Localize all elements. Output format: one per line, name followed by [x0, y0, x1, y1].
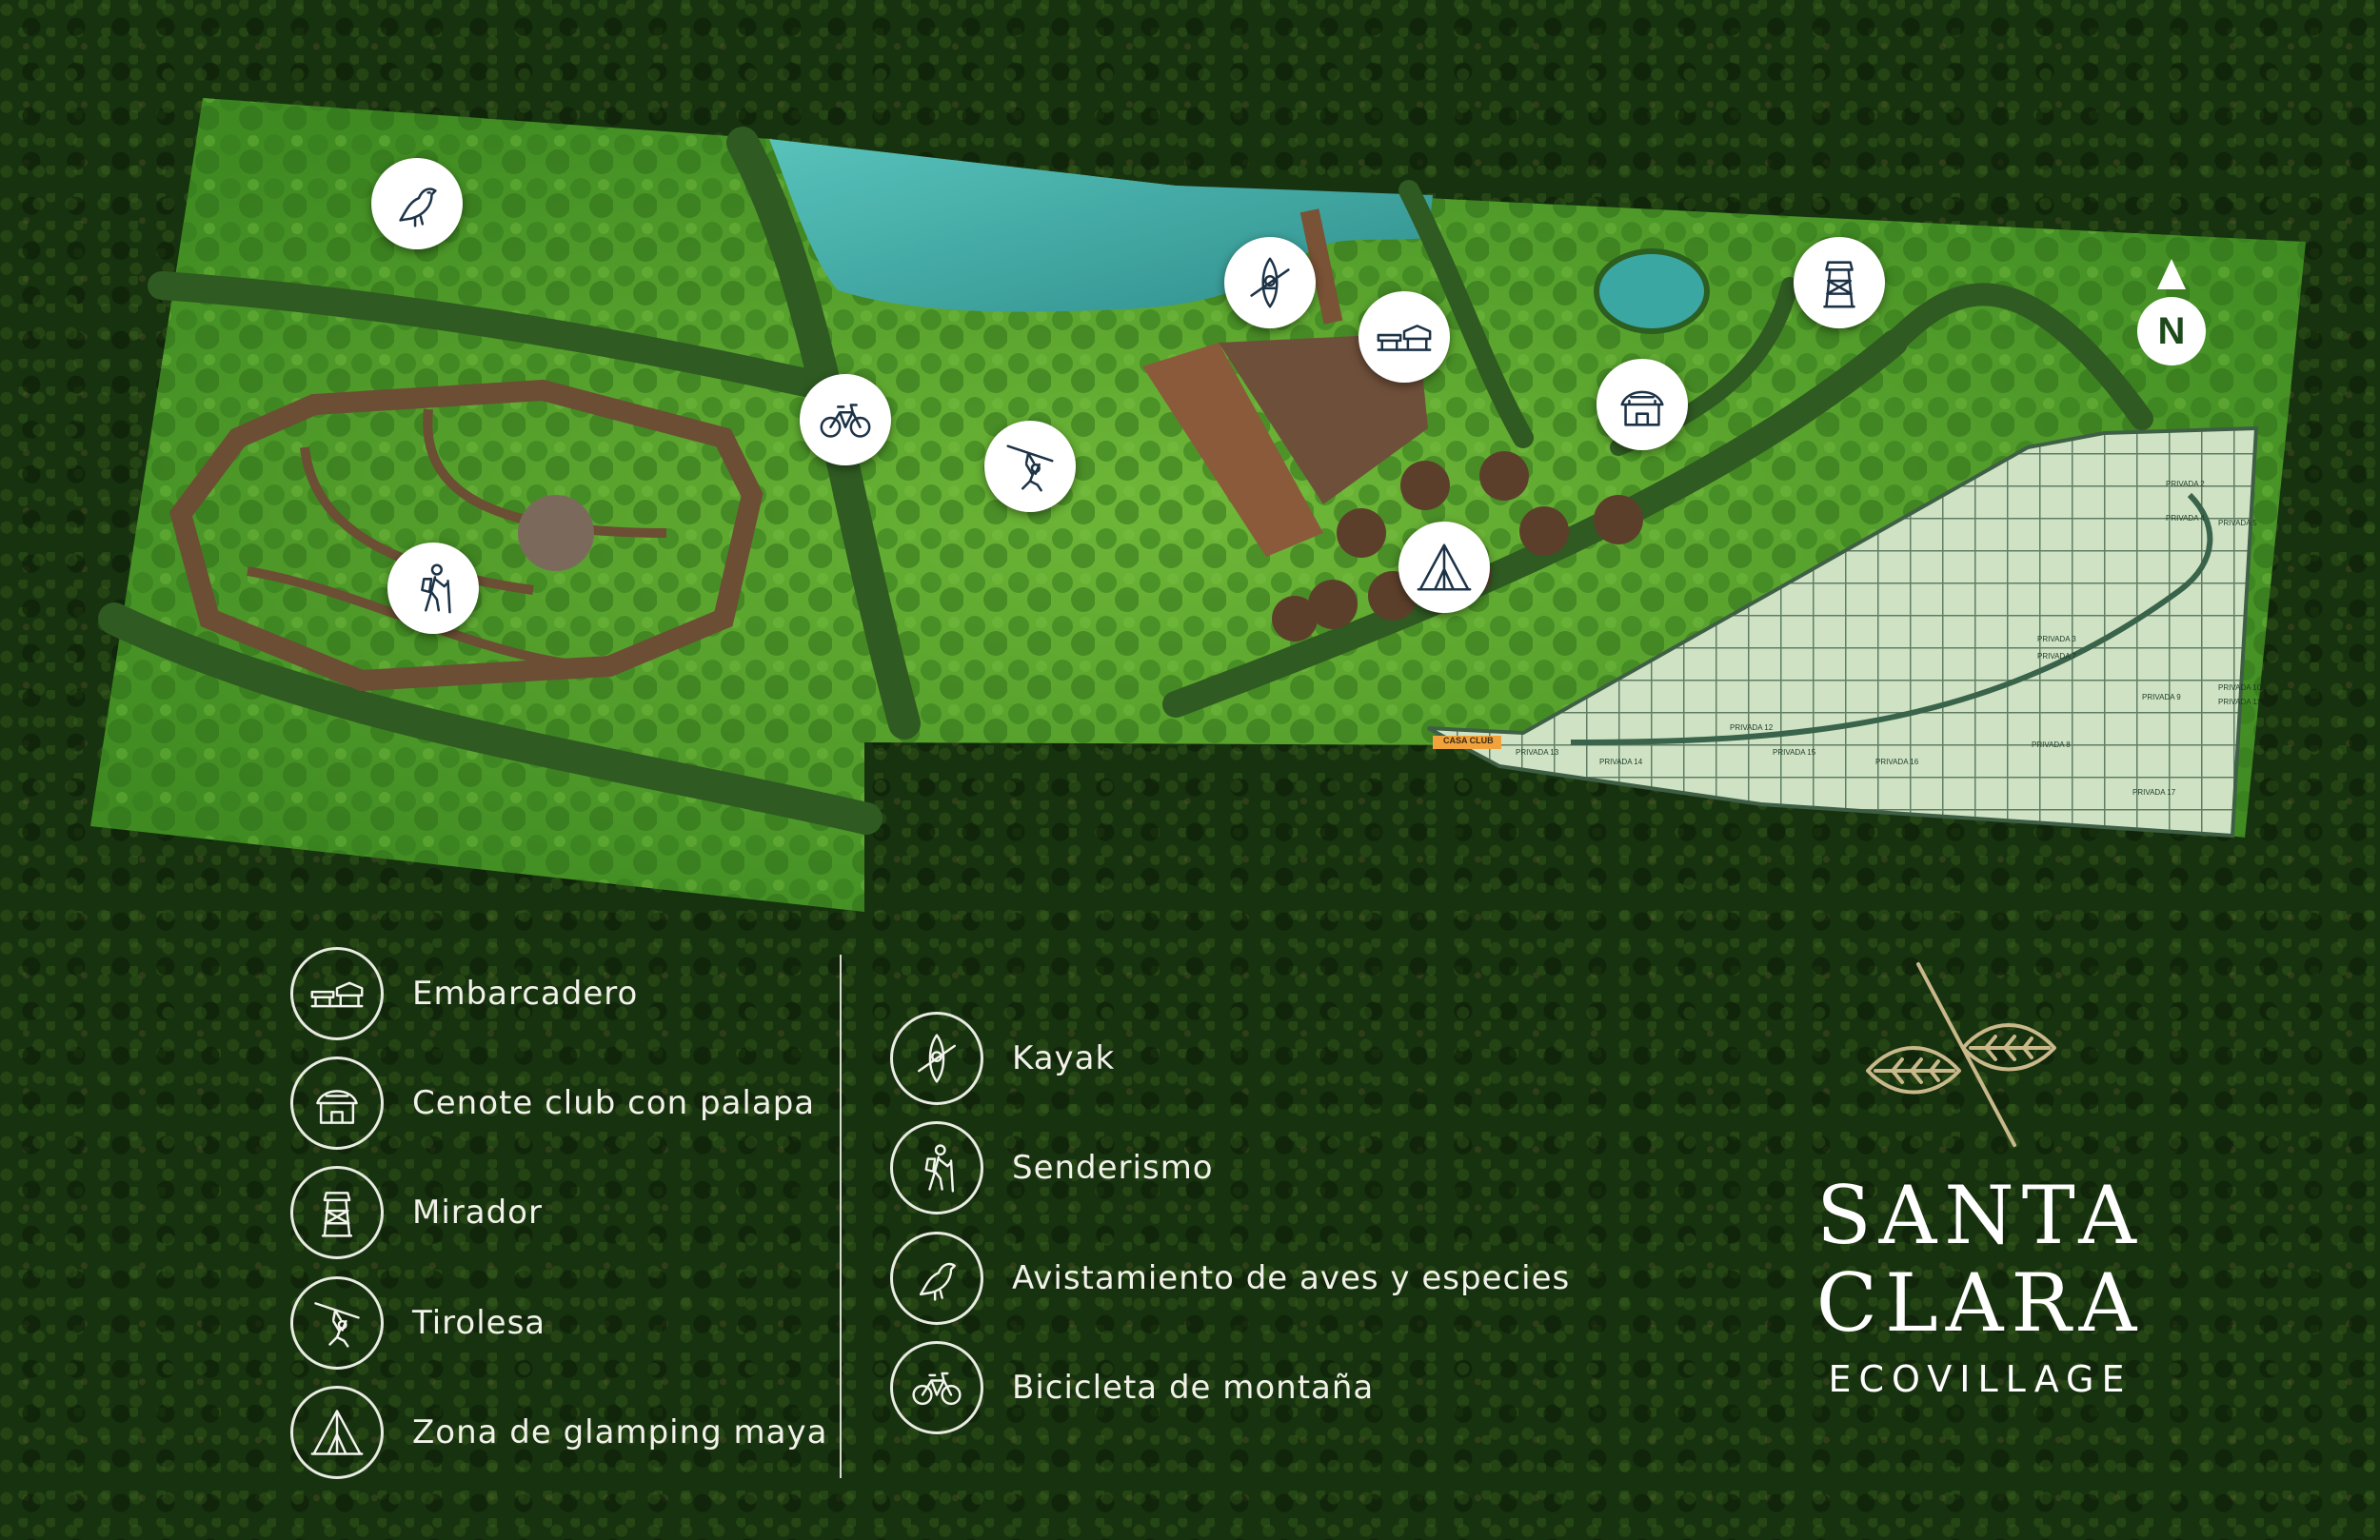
bird-icon: [399, 188, 437, 227]
map-pin-tower[interactable]: [1794, 237, 1885, 328]
legend-divider: [840, 955, 842, 1478]
legend-item-cenote-club: Cenote club con palapa: [290, 1054, 815, 1153]
map-pin-hiking[interactable]: [387, 543, 479, 634]
brand-name-line1: SANTA: [1816, 1169, 2144, 1262]
lot-label: PRIVADA 10: [2218, 683, 2262, 692]
dock-platform: [1142, 208, 1428, 557]
kayak-icon: [1250, 257, 1290, 308]
brand-logo: SANTA CLARA ECOVILLAGE: [1790, 957, 2171, 1413]
bird-icon: [919, 1262, 956, 1301]
brand-name-line2: CLARA: [1815, 1256, 2145, 1350]
legend-ring: [290, 1166, 384, 1259]
legend-label: Kayak: [1012, 1039, 1116, 1077]
zipline-icon: [314, 1302, 360, 1348]
bicycle-icon: [820, 404, 871, 438]
hiker-icon: [924, 1144, 955, 1193]
lot-label: PRIVADA 14: [1599, 758, 1643, 766]
legend-item-tirolesa: Tirolesa: [290, 1273, 545, 1372]
lot-label: PRIVADA 7: [2037, 652, 2076, 661]
north-indicator: N: [2136, 259, 2207, 381]
legend-ring: [890, 1012, 983, 1105]
legend-ring: [290, 1386, 384, 1479]
brand-tagline: ECOVILLAGE: [1828, 1358, 2132, 1400]
legend-label: Zona de glamping maya: [412, 1413, 828, 1451]
north-label: N: [2157, 309, 2186, 352]
legend-ring: [890, 1232, 983, 1325]
lot-label: PRIVADA 17: [2132, 788, 2176, 797]
legend-item-mirador: Mirador: [290, 1163, 543, 1262]
lot-label: PRIVADA 4: [2166, 514, 2205, 523]
lot-label: PRIVADA 11: [2218, 698, 2261, 706]
map-pin-palapa[interactable]: [1597, 359, 1688, 450]
tent-icon: [1417, 543, 1472, 591]
map-pin-bicycle[interactable]: [800, 374, 891, 465]
legend-item-avistamiento: Avistamiento de aves y especies: [890, 1229, 1570, 1328]
lot-label: PRIVADA 8: [2032, 740, 2071, 749]
legend-ring: [290, 1056, 384, 1150]
lot-label: PRIVADA 2: [2166, 480, 2205, 488]
palapa-icon: [316, 1090, 358, 1124]
tower-icon: [321, 1192, 353, 1237]
legend-item-kayak: Kayak: [890, 1009, 1115, 1108]
lot-label: PRIVADA 5: [2218, 519, 2257, 527]
hiker-icon: [421, 563, 451, 614]
casa-club-marker: [1433, 736, 1501, 749]
lot-label: PRIVADA 3: [2037, 635, 2076, 643]
casa-club-label: CASA CLUB: [1443, 736, 1494, 745]
map-pin-kayak[interactable]: [1224, 237, 1316, 328]
dock-icon: [1377, 325, 1432, 351]
zipline-icon: [1006, 444, 1054, 492]
legend-item-embarcadero: Embarcadero: [290, 944, 638, 1043]
palapa-icon: [1620, 390, 1664, 426]
lot-label: PRIVADA 13: [1516, 748, 1559, 757]
tent-icon: [310, 1410, 364, 1455]
north-arrow-icon: [2157, 259, 2186, 289]
legend-ring: [290, 1276, 384, 1370]
map-pin-birdwatching[interactable]: [371, 158, 463, 249]
lot-label: PRIVADA 15: [1773, 748, 1816, 757]
legend-label: Embarcadero: [412, 975, 639, 1013]
lot-label: PRIVADA 16: [1875, 758, 1919, 766]
lot-label: PRIVADA 12: [1730, 723, 1774, 732]
north-badge: N: [2137, 297, 2206, 365]
legend-label: Bicicleta de montaña: [1012, 1369, 1375, 1407]
legend-item-bicicleta: Bicicleta de montaña: [890, 1338, 1374, 1437]
tower-icon: [1823, 261, 1855, 308]
leaf-logo-icon: [1866, 962, 2056, 1147]
legend-item-glamping: Zona de glamping maya: [290, 1383, 827, 1482]
cenote-pond: [1594, 248, 1710, 334]
legend-label: Cenote club con palapa: [412, 1084, 816, 1122]
legend-label: Senderismo: [1012, 1149, 1214, 1187]
map-pin-glamping[interactable]: [1398, 522, 1490, 613]
legend-ring: [290, 947, 384, 1040]
legend-ring: [890, 1121, 983, 1214]
legend-label: Mirador: [412, 1194, 543, 1232]
dock-icon: [310, 981, 364, 1008]
residential-lots: [1427, 425, 2259, 839]
kayak-icon: [918, 1034, 956, 1083]
bicycle-icon: [912, 1372, 962, 1406]
legend-item-senderismo: Senderismo: [890, 1118, 1214, 1217]
legend-label: Tirolesa: [412, 1304, 546, 1342]
legend-ring: [890, 1341, 983, 1434]
map-pin-dock[interactable]: [1359, 291, 1450, 383]
map-pin-zipline[interactable]: [984, 421, 1076, 512]
lot-label: PRIVADA 9: [2142, 693, 2181, 701]
legend-label: Avistamiento de aves y especies: [1012, 1259, 1571, 1297]
